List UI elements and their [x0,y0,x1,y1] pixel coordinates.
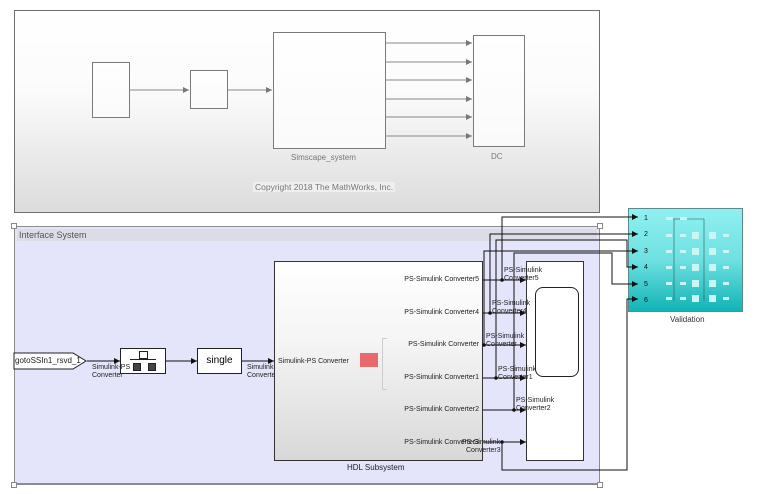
signal-label-4b: Converter4 [492,308,527,315]
resize-handle-top-right[interactable] [597,223,603,229]
validation-label: Validation [670,315,705,324]
signal-label-0a: PS-Simulink [486,333,525,340]
dc-block[interactable] [473,35,525,147]
sl-ps-label-2: Converter [92,372,123,379]
converter-icon-left [133,363,141,371]
signal-label-1a: PS-Simulink [498,366,537,373]
simscape-area[interactable]: Simscape_system DC Copyright 2018 The Ma… [14,10,600,213]
converter-icon-top [139,351,148,359]
interface-signal-lines [87,214,638,471]
sl-ps-label-3: Simulink-PS [247,364,286,371]
top-signal-lines [129,40,472,139]
signal-label-4a: PS-Simulink [492,300,531,307]
validation-block[interactable]: 1 2 3 4 5 6 [628,208,743,312]
resize-handle-bottom-left[interactable] [11,482,17,488]
hdl-bus-bar [382,338,387,390]
hdl-output-label-4: PS-Simulink Converter4 [404,309,479,316]
signal-label-5a: PS-Simulink [504,267,543,274]
data-type-conversion-block[interactable]: single [197,348,242,374]
sl-ps-label-4: Converter [247,372,278,379]
validation-internal-diagram [666,217,729,302]
hdl-output-label-3: PS-Simulink Converter3 [404,439,479,446]
hdl-output-label-0: PS-Simulink Converter [408,341,479,348]
signal-label-3a: PS-Simulink [462,439,501,446]
converter-icon-line [130,359,156,360]
simscape-system-block[interactable] [273,32,386,149]
signal-label-2b: Converter2 [516,405,551,412]
interface-system-title: Interface System [17,229,597,241]
hdl-subsystem-block[interactable]: Simulink-PS Converter PS-Simulink Conver… [274,261,483,461]
hdl-subsystem-label: HDL Subsystem [347,463,405,472]
hdl-output-label-1: PS-Simulink Converter1 [404,374,479,381]
copyright-annotation: Copyright 2018 The MathWorks, Inc. [253,182,396,192]
resize-handle-bottom-right[interactable] [597,482,603,488]
dc-label: DC [491,152,503,161]
validation-port-5: 5 [644,281,648,288]
intermediate-block[interactable] [190,70,228,109]
simscape-system-label: Simscape_system [291,153,356,162]
validation-port-3: 3 [644,248,648,255]
validation-port-1: 1 [644,215,648,222]
hdl-output-label-2: PS-Simulink Converter2 [404,406,479,413]
signal-label-3b: Converter3 [466,447,501,454]
resize-handle-top-left[interactable] [11,223,17,229]
branch-points [482,278,516,444]
simulink-ps-converter-block[interactable] [120,348,166,374]
validation-port-2: 2 [644,231,648,238]
source-block[interactable] [92,62,130,118]
sl-ps-label-1: Simulink-PS [92,364,131,371]
hdl-output-label-5: PS-Simulink Converter5 [404,276,479,283]
validation-port-4: 4 [644,264,648,271]
converter-icon-right [148,363,156,371]
validation-port-6: 6 [644,297,648,304]
hdl-red-block [360,353,378,367]
output-subsystem-icon [535,287,579,377]
goto-tag-label[interactable]: gotoSSIn1_rsvd_1 [15,356,81,365]
signal-label-2a: PS-Simulink [516,397,555,404]
hdl-input-port-label: Simulink-PS Converter [278,358,349,365]
output-subsystem-block[interactable] [526,261,584,461]
